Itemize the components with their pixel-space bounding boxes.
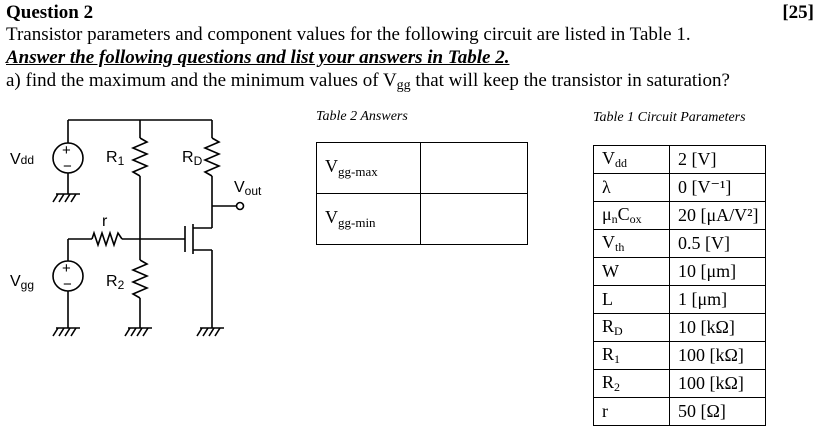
vdd-label: Vdd <box>10 151 34 168</box>
question-instruction: Answer the following questions and list … <box>6 47 510 68</box>
vgg-max-answer[interactable] <box>420 142 528 194</box>
r2-resistor <box>130 259 150 299</box>
r-resistor <box>91 230 123 248</box>
r2-label: R2 <box>106 273 125 292</box>
param-value: 1 [μm] <box>669 285 766 314</box>
question-marks: [25] <box>782 2 814 23</box>
param-value: 0 [V⁻¹] <box>669 173 766 202</box>
rd-label: RD <box>182 149 203 168</box>
param-name: r <box>593 397 670 426</box>
part-a-suffix: that will keep the transistor in saturat… <box>410 70 730 91</box>
param-name: R1 <box>593 341 670 370</box>
circuit-diagram: + − + − Vdd R1 RD Vout r Vgg R2 <box>10 119 262 337</box>
table2-answers: Vgg-max Vgg-min <box>316 142 528 245</box>
param-value: 20 [μA/V²] <box>669 201 766 230</box>
part-a-sub: gg <box>396 78 411 93</box>
param-name: Vth <box>593 229 670 258</box>
vgg-minus: − <box>63 276 72 293</box>
param-name: W <box>593 257 670 286</box>
vgg-min-answer[interactable] <box>420 193 528 245</box>
table2-caption: Table 2 Answers <box>316 109 408 124</box>
vout-terminal <box>235 201 245 211</box>
vgg-max-label: Vgg-max <box>316 142 421 194</box>
param-value: 10 [kΩ] <box>669 313 766 342</box>
vgg-min-label: Vgg-min <box>316 193 421 245</box>
vdd-plus: + <box>62 142 71 159</box>
rd-resistor <box>202 137 222 177</box>
param-value: 10 [μm] <box>669 257 766 286</box>
vdd-minus: − <box>63 158 72 175</box>
param-name: μnCox <box>593 201 670 230</box>
r1-resistor <box>130 137 150 177</box>
vgg-label: Vgg <box>10 273 34 292</box>
r1-label: R1 <box>106 149 125 168</box>
r-label: r <box>102 213 108 230</box>
param-name: Vdd <box>593 145 670 174</box>
param-name: λ <box>593 173 670 202</box>
param-value: 100 [kΩ] <box>669 369 766 398</box>
param-name: RD <box>593 313 670 342</box>
param-value: 100 [kΩ] <box>669 341 766 370</box>
question-title: Question 2 <box>6 2 94 23</box>
vgg-plus: + <box>62 260 71 277</box>
param-value: 2 [V] <box>669 145 766 174</box>
param-value: 0.5 [V] <box>669 229 766 258</box>
param-value: 50 [Ω] <box>669 397 766 426</box>
table1-caption: Table 1 Circuit Parameters <box>593 110 746 125</box>
vout-label: Vout <box>234 179 262 198</box>
table-row: Vgg-min <box>316 193 528 245</box>
question-intro: Transistor parameters and component valu… <box>6 24 691 45</box>
param-name: R2 <box>593 369 670 398</box>
question-part-a: a) find the maximum and the minimum valu… <box>6 70 730 94</box>
table-row: Vgg-max <box>316 142 528 194</box>
part-a-prefix: a) find the maximum and the minimum valu… <box>6 70 397 91</box>
param-name: L <box>593 285 670 314</box>
